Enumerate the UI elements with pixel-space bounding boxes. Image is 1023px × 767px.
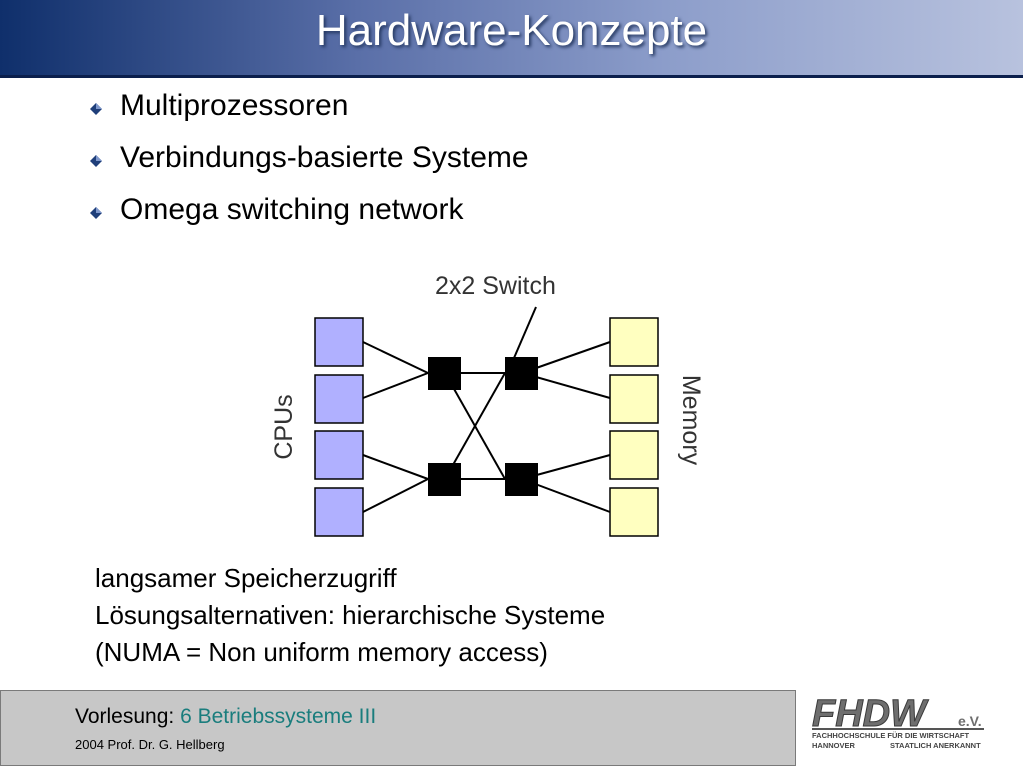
footer-course: 6 Betriebssysteme III (180, 705, 377, 728)
bullet-text: Omega switching network (120, 193, 464, 226)
switch-box (428, 357, 461, 390)
title-bar (0, 0, 1023, 76)
footer-author: 2004 Prof. Dr. G. Hellberg (75, 737, 225, 752)
bullet-item: Multiprozessoren (88, 86, 529, 138)
logo-line1: FACHHOCHSCHULE FÜR DIE WIRTSCHAFT (812, 731, 969, 740)
memory-box (609, 317, 659, 367)
memory-box (609, 487, 659, 537)
cpu-box (314, 487, 364, 537)
bullet-item: Verbindungs-basierte Systeme (88, 138, 529, 190)
cpu-box (314, 374, 364, 424)
logo-suffix: e.V. (958, 713, 982, 729)
memory-box (609, 430, 659, 480)
diamond-bullet-icon (90, 155, 102, 167)
footer-lecture: Vorlesung: 6 Betriebssysteme III (75, 705, 376, 729)
memory-label: Memory (677, 375, 705, 466)
note-line: (NUMA = Non uniform memory access) (95, 637, 548, 667)
cpus-label: CPUs (270, 394, 298, 459)
switch-label: 2x2 Switch (435, 272, 556, 300)
logo-line2-right: STAATLICH ANERKANNT (890, 741, 981, 750)
note-line: Lösungsalternativen: hierarchische Syste… (95, 600, 606, 630)
switch-box (505, 463, 538, 496)
diamond-bullet-icon (90, 103, 102, 115)
note-line: langsamer Speicherzugriff (95, 563, 397, 593)
cpu-box (314, 317, 364, 367)
logo-line2-left: HANNOVER (812, 741, 856, 750)
bullet-item: Omega switching network (88, 190, 529, 242)
diamond-bullet-icon (90, 207, 102, 219)
slide-title: Hardware-Konzepte (315, 6, 708, 55)
notes-block: langsamer Speicherzugriff Lösungsalterna… (95, 560, 605, 671)
title-underline (0, 75, 1023, 78)
omega-network-diagram: 2x2 Switch CPUs Memory (270, 272, 705, 537)
switch-box (505, 357, 538, 390)
footer-prefix: Vorlesung: (75, 705, 181, 728)
fhdw-logo: FHDW e.V. FACHHOCHSCHULE FÜR DIE WIRTSCH… (812, 693, 984, 750)
network-links (362, 306, 611, 513)
memory-box (609, 374, 659, 424)
switch-box (428, 463, 461, 496)
cpu-box (314, 430, 364, 480)
bullet-list: Multiprozessoren Verbindungs-basierte Sy… (88, 86, 529, 242)
bullet-text: Verbindungs-basierte Systeme (120, 141, 529, 174)
bullet-text: Multiprozessoren (120, 89, 349, 122)
footer-bar: Vorlesung: 6 Betriebssysteme III 2004 Pr… (0, 690, 796, 766)
